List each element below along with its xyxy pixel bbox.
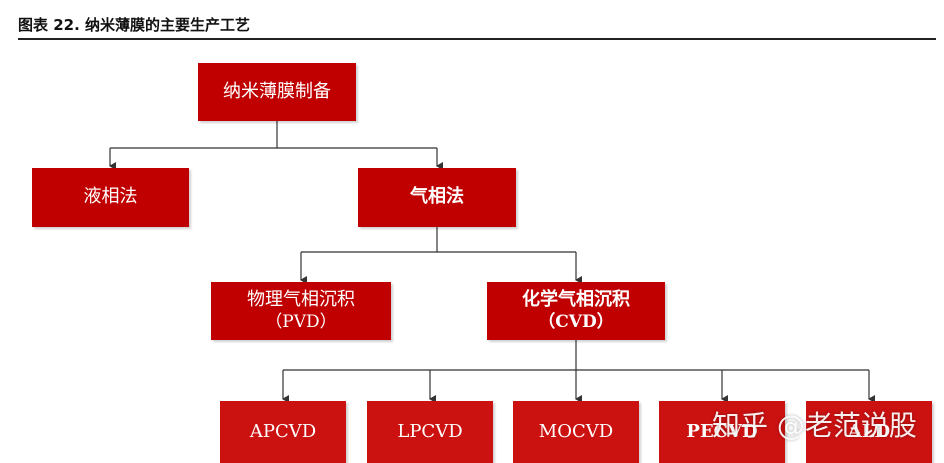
node-lpcvd: LPCVD xyxy=(367,401,493,463)
node-ald: ALD xyxy=(806,401,932,463)
node-apcvd-label: APCVD xyxy=(249,420,317,442)
title-underline xyxy=(18,38,936,40)
node-lpcvd-label: LPCVD xyxy=(397,420,463,442)
node-ald-label: ALD xyxy=(847,420,891,442)
node-mocvd-label: MOCVD xyxy=(538,420,614,442)
node-gas-method-label: 气相法 xyxy=(410,186,464,208)
node-pecvd-label: PECVD xyxy=(686,420,758,442)
node-cvd-line1: 化学气相沉积 xyxy=(522,289,630,311)
node-liquid-method: 液相法 xyxy=(32,168,189,227)
node-apcvd: APCVD xyxy=(220,401,346,463)
node-cvd: 化学气相沉积 （CVD） xyxy=(487,282,665,340)
node-pvd: 物理气相沉积 （PVD） xyxy=(211,282,391,340)
node-pvd-line2: （PVD） xyxy=(265,311,337,332)
node-pvd-line1: 物理气相沉积 xyxy=(247,289,355,311)
node-liquid-method-label: 液相法 xyxy=(83,186,138,208)
figure-title: 图表 22. 纳米薄膜的主要生产工艺 xyxy=(18,16,251,34)
node-root-label: 纳米薄膜制备 xyxy=(223,80,331,102)
node-mocvd: MOCVD xyxy=(513,401,639,463)
watermark-text: 知乎 @老范说股 xyxy=(712,409,917,442)
node-root: 纳米薄膜制备 xyxy=(198,63,356,121)
node-cvd-line2: （CVD） xyxy=(538,311,614,332)
node-gas-method: 气相法 xyxy=(358,168,516,227)
node-pecvd: PECVD xyxy=(659,401,785,463)
